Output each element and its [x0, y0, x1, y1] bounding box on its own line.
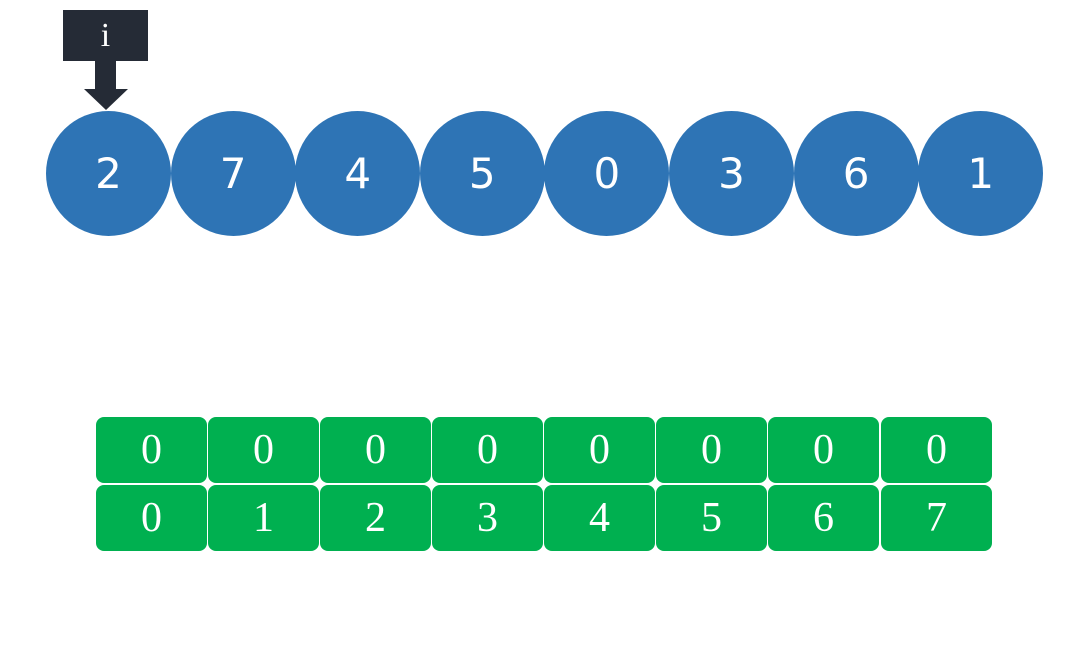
array-element: 3	[669, 111, 794, 236]
table-cell-bottom: 3	[432, 485, 543, 551]
array-element: 2	[46, 111, 171, 236]
sparkle-icon: ✦	[425, 474, 439, 493]
array-element: 0	[544, 111, 670, 236]
sparkle-icon: ✦	[537, 474, 551, 493]
array-circles: 2 7 4 5 0 3 6 1	[46, 111, 1046, 237]
table-cell-bottom: 7	[881, 485, 992, 551]
sparkle-icon: ✦	[313, 474, 327, 493]
sparkle-icon: ✦	[761, 474, 775, 493]
table-cell-bottom: 0	[96, 485, 207, 551]
table-cell-top: 0	[656, 417, 767, 483]
table-cell-top: 0	[96, 417, 207, 483]
table-cell-top: 0	[768, 417, 879, 483]
table-cell-top: 0	[544, 417, 655, 483]
table-cell-top: 0	[320, 417, 431, 483]
table-cell-top: 0	[432, 417, 543, 483]
sparkle-icon: ✦	[201, 474, 215, 493]
table-cell-bottom: 6	[768, 485, 879, 551]
table-cell-bottom: 5	[656, 485, 767, 551]
table-cell-bottom: 4	[544, 485, 655, 551]
pointer-arrow-head-icon	[84, 89, 128, 110]
table-cell-bottom: 2	[320, 485, 431, 551]
sparkle-icon: ✦	[649, 474, 663, 493]
pointer-arrow-shaft	[95, 61, 116, 89]
array-element: 6	[793, 111, 919, 236]
array-element: 7	[170, 111, 296, 236]
pointer-label-box: i	[63, 10, 148, 61]
sparkle-icon: ✦	[874, 474, 888, 493]
array-element: 1	[918, 111, 1044, 236]
table-cell-top: 0	[881, 417, 992, 483]
count-table: 0 0 0 0 0 0 0 0 0 1 2 3 4 5 6 7 ✦ ✦ ✦ ✦ …	[96, 417, 993, 553]
pointer-label: i	[100, 17, 111, 54]
table-cell-top: 0	[208, 417, 319, 483]
table-cell-bottom: 1	[208, 485, 319, 551]
array-element: 5	[419, 111, 545, 236]
array-element: 4	[295, 111, 421, 236]
